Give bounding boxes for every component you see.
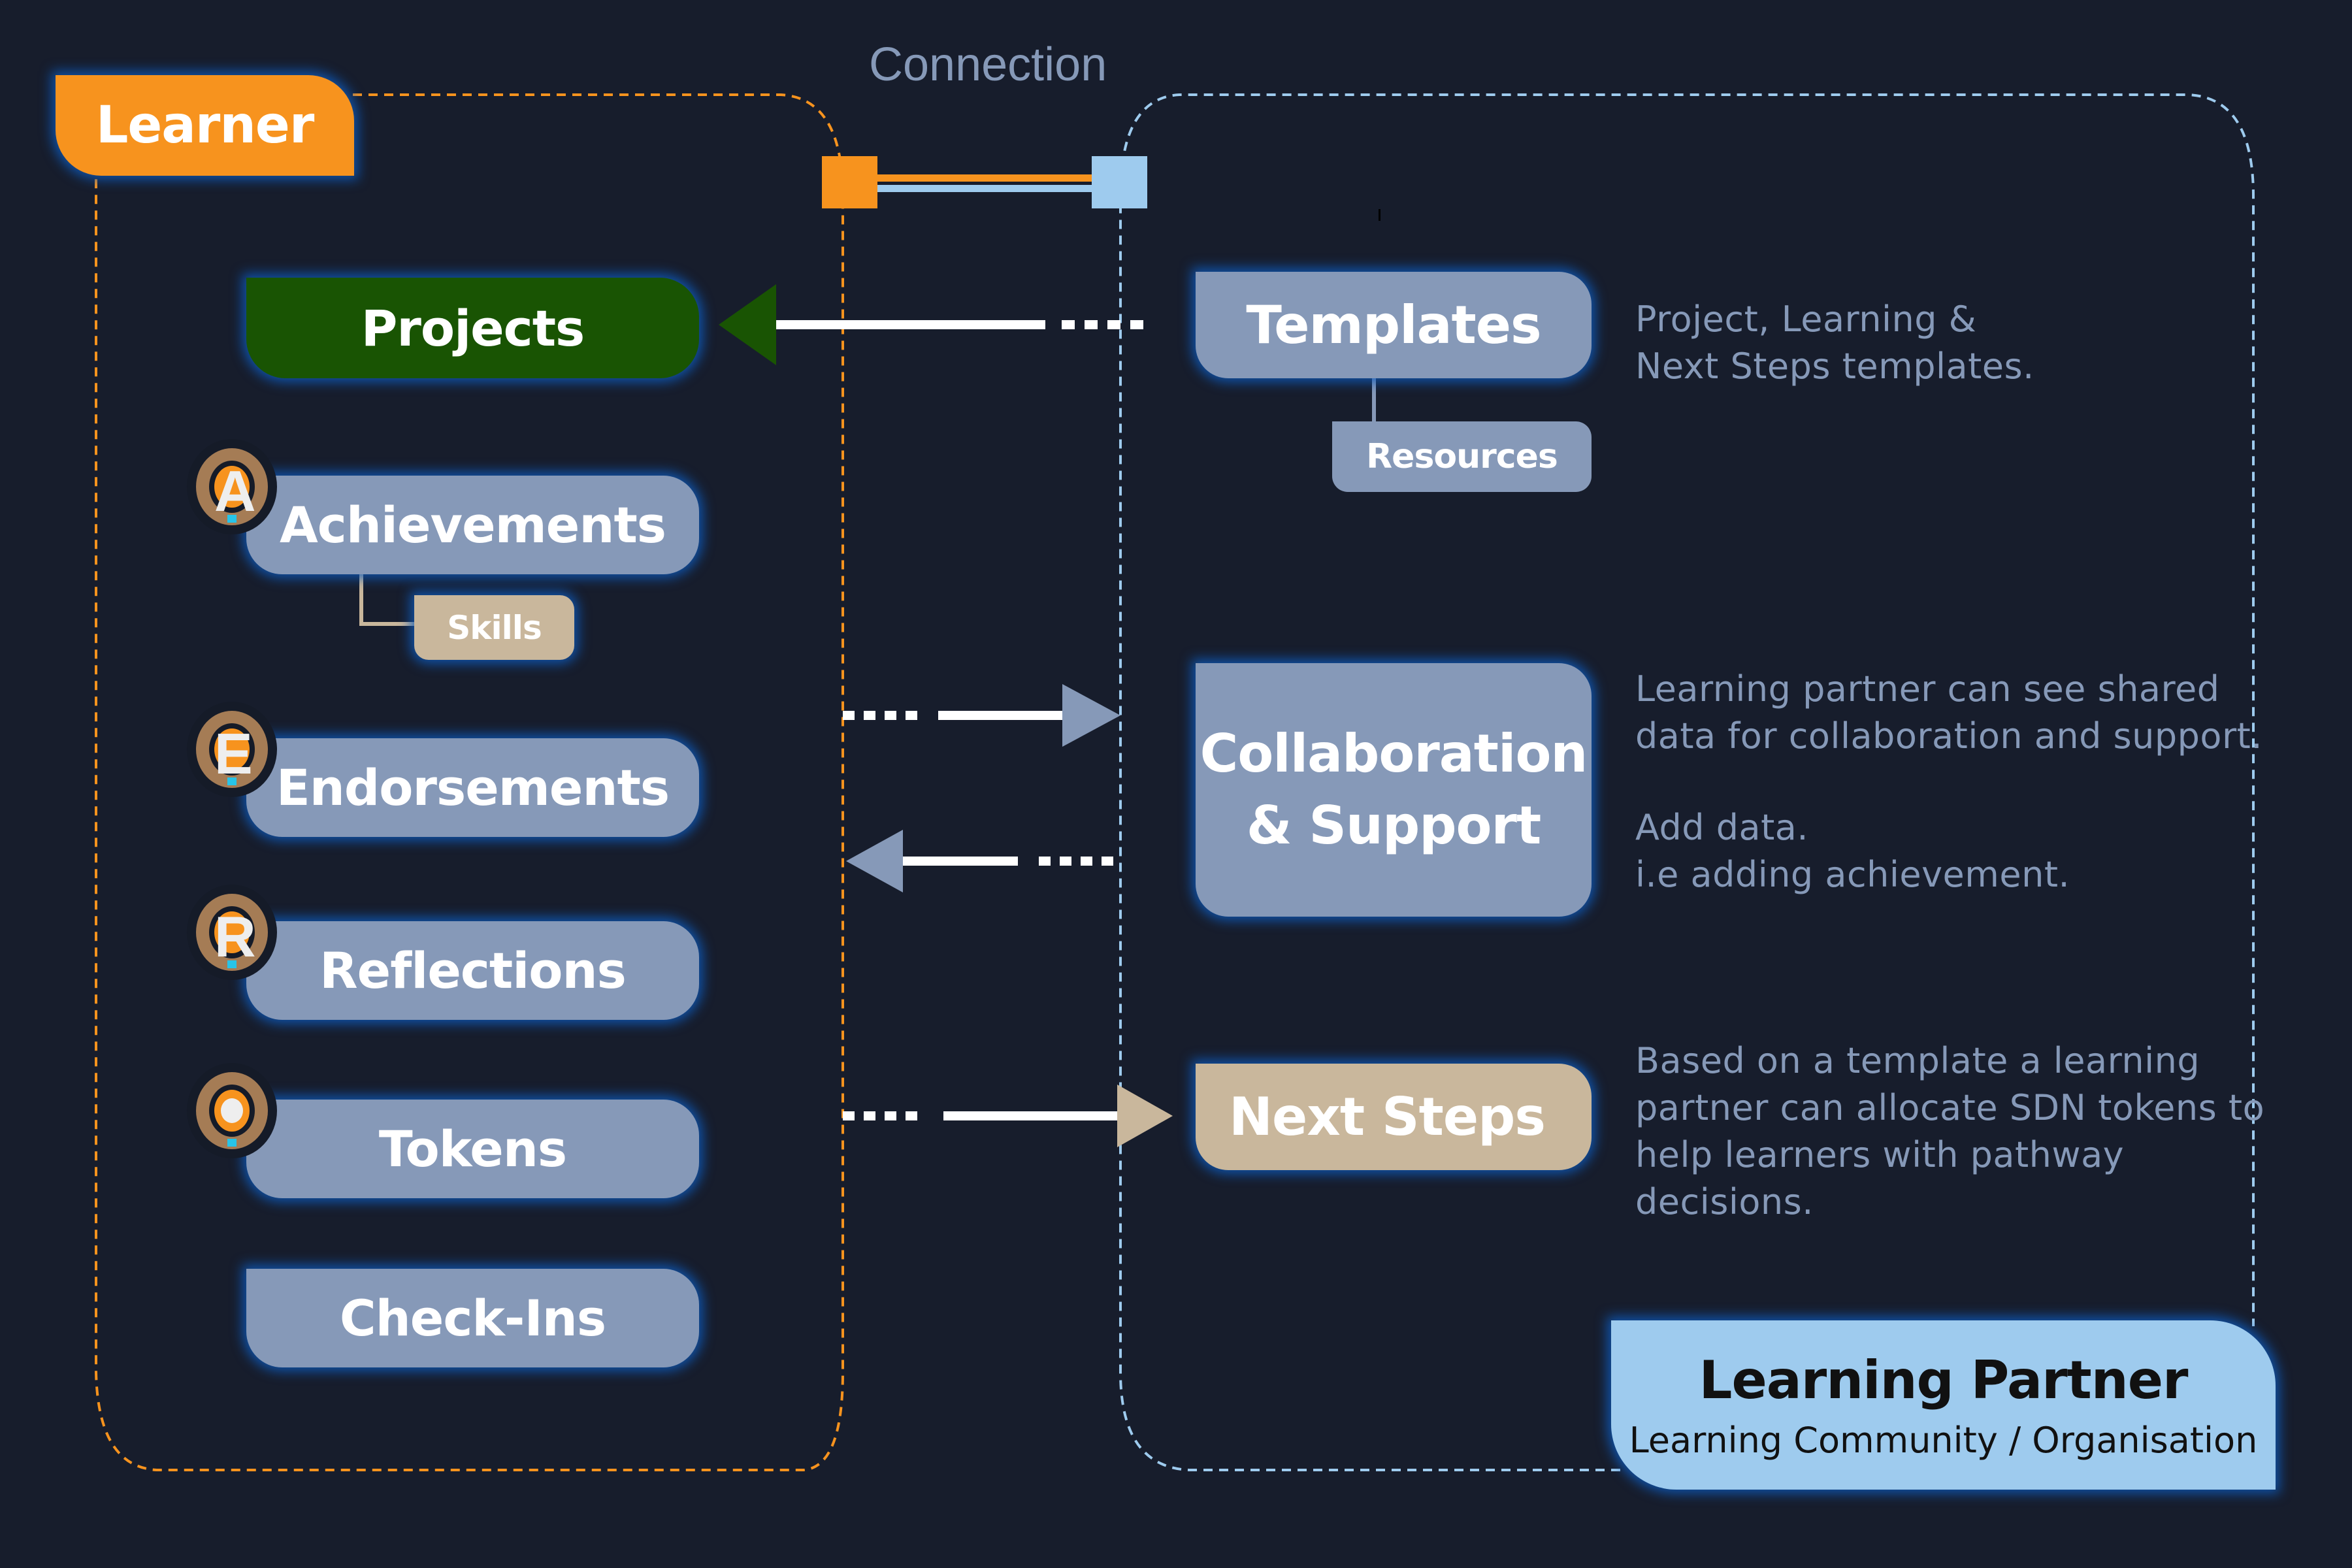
connection-node-partner bbox=[1092, 156, 1147, 208]
templates-label: Templates bbox=[1246, 295, 1541, 355]
check-ins-label: Check-Ins bbox=[339, 1289, 606, 1347]
skills-label: Skills bbox=[447, 608, 542, 647]
collaboration-description: Learning partner can see shared data for… bbox=[1635, 668, 2262, 895]
projects-node[interactable]: Projects bbox=[246, 278, 699, 378]
arrow-learner-to-collaboration bbox=[843, 684, 1120, 747]
reflection-badge-icon: R bbox=[196, 894, 268, 971]
token-dot-icon bbox=[221, 1098, 243, 1123]
achievement-badge-icon: A bbox=[196, 448, 268, 525]
arrowhead-green bbox=[719, 284, 776, 365]
connection-bar-orange bbox=[877, 174, 1092, 182]
next-steps-node[interactable]: Next Steps bbox=[1196, 1064, 1592, 1170]
collaboration-support-node[interactable]: Collaboration & Support bbox=[1196, 663, 1592, 917]
achievements-node[interactable]: Achievements bbox=[246, 476, 699, 574]
arrow-collaboration-to-learner bbox=[846, 830, 1113, 892]
endorsements-node[interactable]: Endorsements bbox=[246, 738, 699, 837]
learner-container-top bbox=[95, 93, 844, 1471]
connection-node-learner bbox=[822, 156, 877, 208]
check-ins-node[interactable]: Check-Ins bbox=[246, 1269, 699, 1367]
endorsements-label: Endorsements bbox=[276, 759, 670, 817]
collaboration-label-line1: Collaboration bbox=[1200, 723, 1588, 784]
resources-label: Resources bbox=[1366, 437, 1558, 476]
token-badge-icon bbox=[196, 1072, 268, 1149]
achievements-label: Achievements bbox=[279, 496, 666, 554]
partner-container-border bbox=[1119, 93, 2255, 1471]
arrow-templates-to-projects bbox=[719, 284, 1143, 365]
next-steps-label: Next Steps bbox=[1229, 1086, 1546, 1147]
collaboration-label-line2: & Support bbox=[1246, 795, 1541, 856]
learning-partner-title: Learning Partner bbox=[1699, 1349, 2189, 1411]
learning-partner-subtitle: Learning Community / Organisation bbox=[1629, 1419, 2258, 1461]
endorsement-badge-icon: E bbox=[196, 711, 268, 788]
arrowhead-tan bbox=[1117, 1085, 1173, 1147]
learner-label: Learner bbox=[95, 96, 315, 155]
arrowhead-slate bbox=[846, 830, 903, 892]
connection-bar-blue bbox=[877, 185, 1092, 192]
achievement-badge-letter: A bbox=[214, 459, 256, 523]
templates-description: Project, Learning & Next Steps templates… bbox=[1635, 299, 2034, 387]
skills-node[interactable]: Skills bbox=[414, 595, 574, 660]
stray-mark bbox=[1379, 209, 1380, 221]
next-steps-description: Based on a template a learning partner c… bbox=[1635, 1040, 2265, 1222]
templates-node[interactable]: Templates bbox=[1196, 272, 1592, 378]
reflections-label: Reflections bbox=[319, 941, 627, 1000]
endorsement-badge-letter: E bbox=[214, 721, 253, 786]
reflections-node[interactable]: Reflections bbox=[246, 921, 699, 1020]
tokens-label: Tokens bbox=[378, 1120, 567, 1178]
arrowhead-slate bbox=[1062, 684, 1120, 747]
skills-connector bbox=[359, 574, 414, 626]
reflection-badge-letter: R bbox=[214, 904, 256, 969]
learning-partner-badge[interactable]: Learning Partner Learning Community / Or… bbox=[1611, 1320, 2276, 1490]
learner-badge[interactable]: Learner bbox=[56, 75, 354, 176]
projects-label: Projects bbox=[361, 299, 585, 357]
connection-title: Connection bbox=[869, 39, 1107, 91]
resources-node[interactable]: Resources bbox=[1332, 421, 1592, 492]
arrow-learner-to-next-steps bbox=[843, 1085, 1173, 1147]
tokens-node[interactable]: Tokens bbox=[246, 1100, 699, 1198]
